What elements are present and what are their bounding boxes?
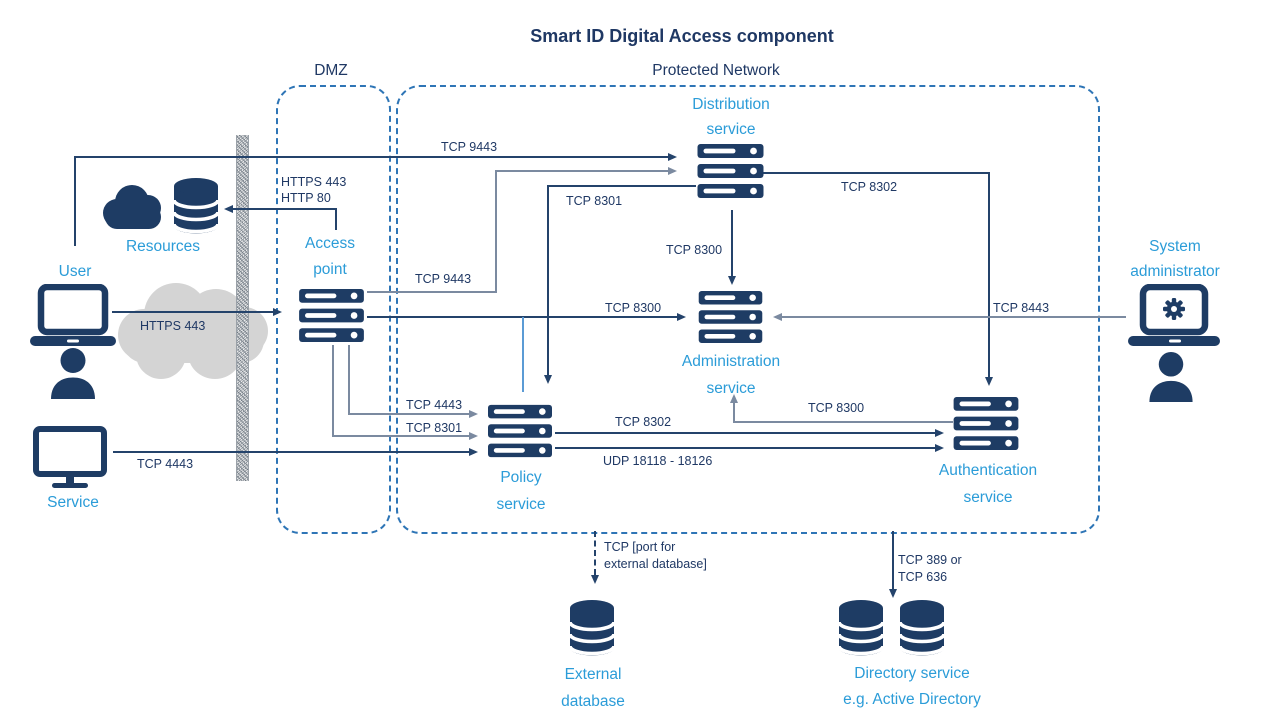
port-label: TCP 9443	[415, 272, 472, 286]
arrow-into-authentication-top	[985, 377, 993, 386]
line-policy-to-authentication-8302	[555, 432, 935, 434]
port-label: TCP 4443	[137, 457, 194, 471]
arrow-into-directory-service	[889, 589, 897, 598]
user-person-icon	[51, 348, 95, 399]
dmz-zone-label: DMZ	[314, 62, 348, 79]
line-accesspoint-to-policy-8301	[332, 435, 469, 437]
line-to-external-database	[594, 531, 596, 575]
port-label: TCP 636	[898, 570, 948, 584]
line-accesspoint-to-distribution	[367, 291, 495, 293]
line-accesspoint-to-distribution	[495, 170, 497, 293]
arrow-into-accesspoint	[273, 308, 282, 316]
line-user-to-accesspoint	[112, 311, 273, 313]
arrow-into-external-database	[591, 575, 599, 584]
arrow-into-policy-3	[469, 448, 478, 456]
administration-server-icon	[698, 291, 763, 343]
port-label: TCP 8301	[566, 194, 623, 208]
gear-icon	[1163, 298, 1185, 320]
distribution-server-icon	[697, 144, 764, 198]
port-label: HTTP 80	[281, 191, 331, 205]
line-authentication-to-administration	[733, 403, 735, 421]
sysadmin-laptop-icon	[1128, 284, 1220, 346]
line-user-to-distribution	[74, 156, 668, 158]
port-label: TCP 8443	[993, 301, 1050, 315]
firewall-bar	[236, 135, 249, 481]
arrow-into-resources	[224, 205, 233, 213]
port-label: HTTPS 443	[281, 175, 347, 189]
directory-database-icon	[898, 600, 946, 656]
line-policy-to-authentication-udp	[555, 447, 935, 449]
port-label: TCP 8302	[841, 180, 898, 194]
arrow-into-distribution-1	[668, 153, 677, 161]
arrow-into-authentication-2	[935, 444, 944, 452]
port-label: TCP 9443	[441, 140, 498, 154]
protected-network-zone-box	[396, 85, 1100, 534]
user-label: User	[58, 263, 92, 280]
port-label: TCP 8300	[666, 243, 723, 257]
line-accesspoint-to-resources	[335, 208, 337, 230]
port-label: TCP 4443	[406, 398, 463, 412]
line-accesspoint-to-policy-8301	[332, 345, 334, 436]
line-distribution-to-authentication	[988, 172, 990, 377]
line-authentication-to-administration	[733, 421, 953, 423]
line-accesspoint-to-policy-4443	[348, 345, 350, 414]
arrow-into-administration-top	[728, 276, 736, 285]
external-database-icon	[568, 600, 616, 656]
arrow-into-administration-right	[773, 313, 782, 321]
port-label: HTTPS 443	[140, 319, 206, 333]
service-label: Service	[47, 494, 99, 511]
arrow-into-policy-1	[469, 410, 478, 418]
line-accesspoint-to-distribution	[495, 170, 668, 172]
arrow-into-policy-2	[469, 432, 478, 440]
resources-database-icon	[172, 178, 220, 234]
port-label: TCP 389 or	[898, 553, 962, 567]
line-user-to-distribution	[74, 156, 76, 246]
page-title: Smart ID Digital Access component	[530, 26, 834, 46]
protected-network-zone-label: Protected Network	[652, 62, 780, 79]
arrow-into-distribution-2	[668, 167, 677, 175]
service-monitor-icon	[33, 426, 107, 488]
port-label: UDP 18118 - 18126	[603, 454, 713, 468]
port-label: TCP 8300	[808, 401, 865, 415]
user-laptop-icon	[30, 284, 116, 346]
arrow-into-policy-top	[544, 375, 552, 384]
access-point-server-icon	[299, 289, 364, 342]
port-label: TCP 8301	[406, 421, 463, 435]
line-sysadmin-to-administration	[782, 316, 1126, 318]
line-service-to-policy	[113, 451, 469, 453]
arrow-into-administration-bottom	[730, 394, 738, 403]
resources-cloud-icon	[103, 185, 161, 231]
port-label: TCP [port for	[604, 540, 676, 554]
resources-label: Resources	[125, 238, 201, 255]
policy-server-icon	[488, 404, 552, 458]
arrow-into-administration-left	[677, 313, 686, 321]
line-accesspoint-to-policy-4443	[348, 413, 469, 415]
port-label: TCP 8302	[615, 415, 672, 429]
line-distribution-to-policy	[547, 185, 696, 187]
port-label: TCP 8300	[605, 301, 662, 315]
line-distribution-to-administration	[731, 210, 733, 276]
authentication-server-icon	[953, 397, 1019, 450]
port-label: external database]	[604, 557, 707, 571]
directory-database-icon	[837, 600, 885, 656]
line-accesspoint-to-resources	[233, 208, 335, 210]
sysadmin-person-icon	[1149, 352, 1193, 402]
branch-line-to-policy	[522, 317, 524, 392]
line-to-directory-service	[892, 531, 894, 589]
line-distribution-to-authentication	[763, 172, 988, 174]
line-distribution-to-policy	[547, 185, 549, 375]
arrow-into-authentication-1	[935, 429, 944, 437]
